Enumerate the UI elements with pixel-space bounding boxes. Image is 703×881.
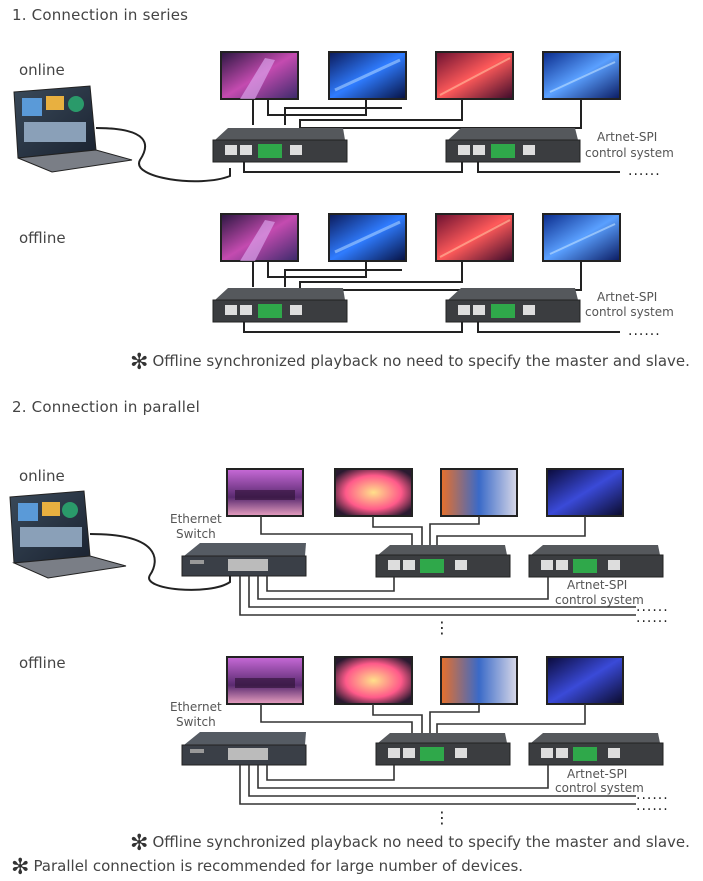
led-screen bbox=[542, 51, 621, 100]
led-screen bbox=[328, 213, 407, 262]
led-screen bbox=[226, 656, 304, 705]
parallel-offline-label: offline bbox=[19, 654, 66, 672]
led-screen bbox=[546, 468, 624, 517]
controller-device bbox=[212, 288, 348, 323]
parallel-recommend-note: ✻Parallel connection is recommended for … bbox=[11, 855, 523, 880]
continuation-dots: ...... bbox=[636, 610, 669, 626]
controller-label-line1: Artnet-SPI bbox=[567, 767, 628, 781]
continuation-dots: ...... bbox=[636, 599, 669, 615]
series-offline-label: offline bbox=[19, 229, 66, 247]
continuation-dots: ...... bbox=[636, 798, 669, 814]
controller-label-line2: control system bbox=[585, 305, 674, 319]
continuation-dots: ...... bbox=[628, 323, 661, 339]
offline-sync-note: ✻Offline synchronized playback no need t… bbox=[130, 350, 690, 375]
controller-label-line2: control system bbox=[555, 781, 644, 795]
led-screen bbox=[226, 468, 304, 517]
offline-sync-note: ✻Offline synchronized playback no need t… bbox=[130, 831, 690, 856]
ethernet-switch bbox=[181, 732, 307, 766]
asterisk-icon: ✻ bbox=[130, 831, 149, 856]
controller-device bbox=[528, 545, 664, 578]
parallel-recommend-note-text: Parallel connection is recommended for l… bbox=[33, 857, 524, 875]
led-screen bbox=[542, 213, 621, 262]
led-screen bbox=[435, 51, 514, 100]
asterisk-icon: ✻ bbox=[11, 855, 30, 880]
controller-label-line1: Artnet-SPI bbox=[597, 130, 658, 144]
parallel-section-title: 2. Connection in parallel bbox=[12, 398, 200, 416]
parallel-online-label: online bbox=[19, 467, 65, 485]
led-screen bbox=[220, 51, 299, 100]
controller-label-line1: Artnet-SPI bbox=[597, 290, 658, 304]
led-screen bbox=[440, 656, 518, 705]
led-screen bbox=[440, 468, 518, 517]
switch-label-line2: Switch bbox=[176, 715, 216, 729]
led-screen bbox=[334, 656, 413, 705]
switch-label-line2: Switch bbox=[176, 527, 216, 541]
laptop bbox=[9, 490, 127, 579]
offline-sync-note-text: Offline synchronized playback no need to… bbox=[152, 833, 690, 851]
continuation-dots: ...... bbox=[636, 787, 669, 803]
led-screen bbox=[220, 213, 299, 262]
led-screen bbox=[546, 656, 624, 705]
controller-device bbox=[212, 128, 348, 163]
controller-label-line2: control system bbox=[585, 146, 674, 160]
switch-label-line1: Ethernet bbox=[170, 700, 222, 714]
controller-label-line2: control system bbox=[555, 593, 644, 607]
series-section-title: 1. Connection in series bbox=[12, 6, 189, 24]
series-online-label: online bbox=[19, 61, 65, 79]
led-screen bbox=[328, 51, 407, 100]
controller-device bbox=[445, 288, 581, 323]
controller-device bbox=[528, 733, 664, 766]
controller-device bbox=[375, 733, 511, 766]
led-screen bbox=[435, 213, 514, 262]
vertical-dots: ⋮ bbox=[434, 808, 450, 827]
laptop bbox=[13, 85, 133, 173]
controller-label-line1: Artnet-SPI bbox=[567, 578, 628, 592]
offline-sync-note-text: Offline synchronized playback no need to… bbox=[152, 352, 690, 370]
ethernet-switch bbox=[181, 543, 307, 577]
switch-label-line1: Ethernet bbox=[170, 512, 222, 526]
controller-device bbox=[445, 128, 581, 163]
controller-device bbox=[375, 545, 511, 578]
asterisk-icon: ✻ bbox=[130, 350, 149, 375]
continuation-dots: ...... bbox=[628, 163, 661, 179]
led-screen bbox=[334, 468, 413, 517]
vertical-dots: ⋮ bbox=[434, 618, 450, 637]
